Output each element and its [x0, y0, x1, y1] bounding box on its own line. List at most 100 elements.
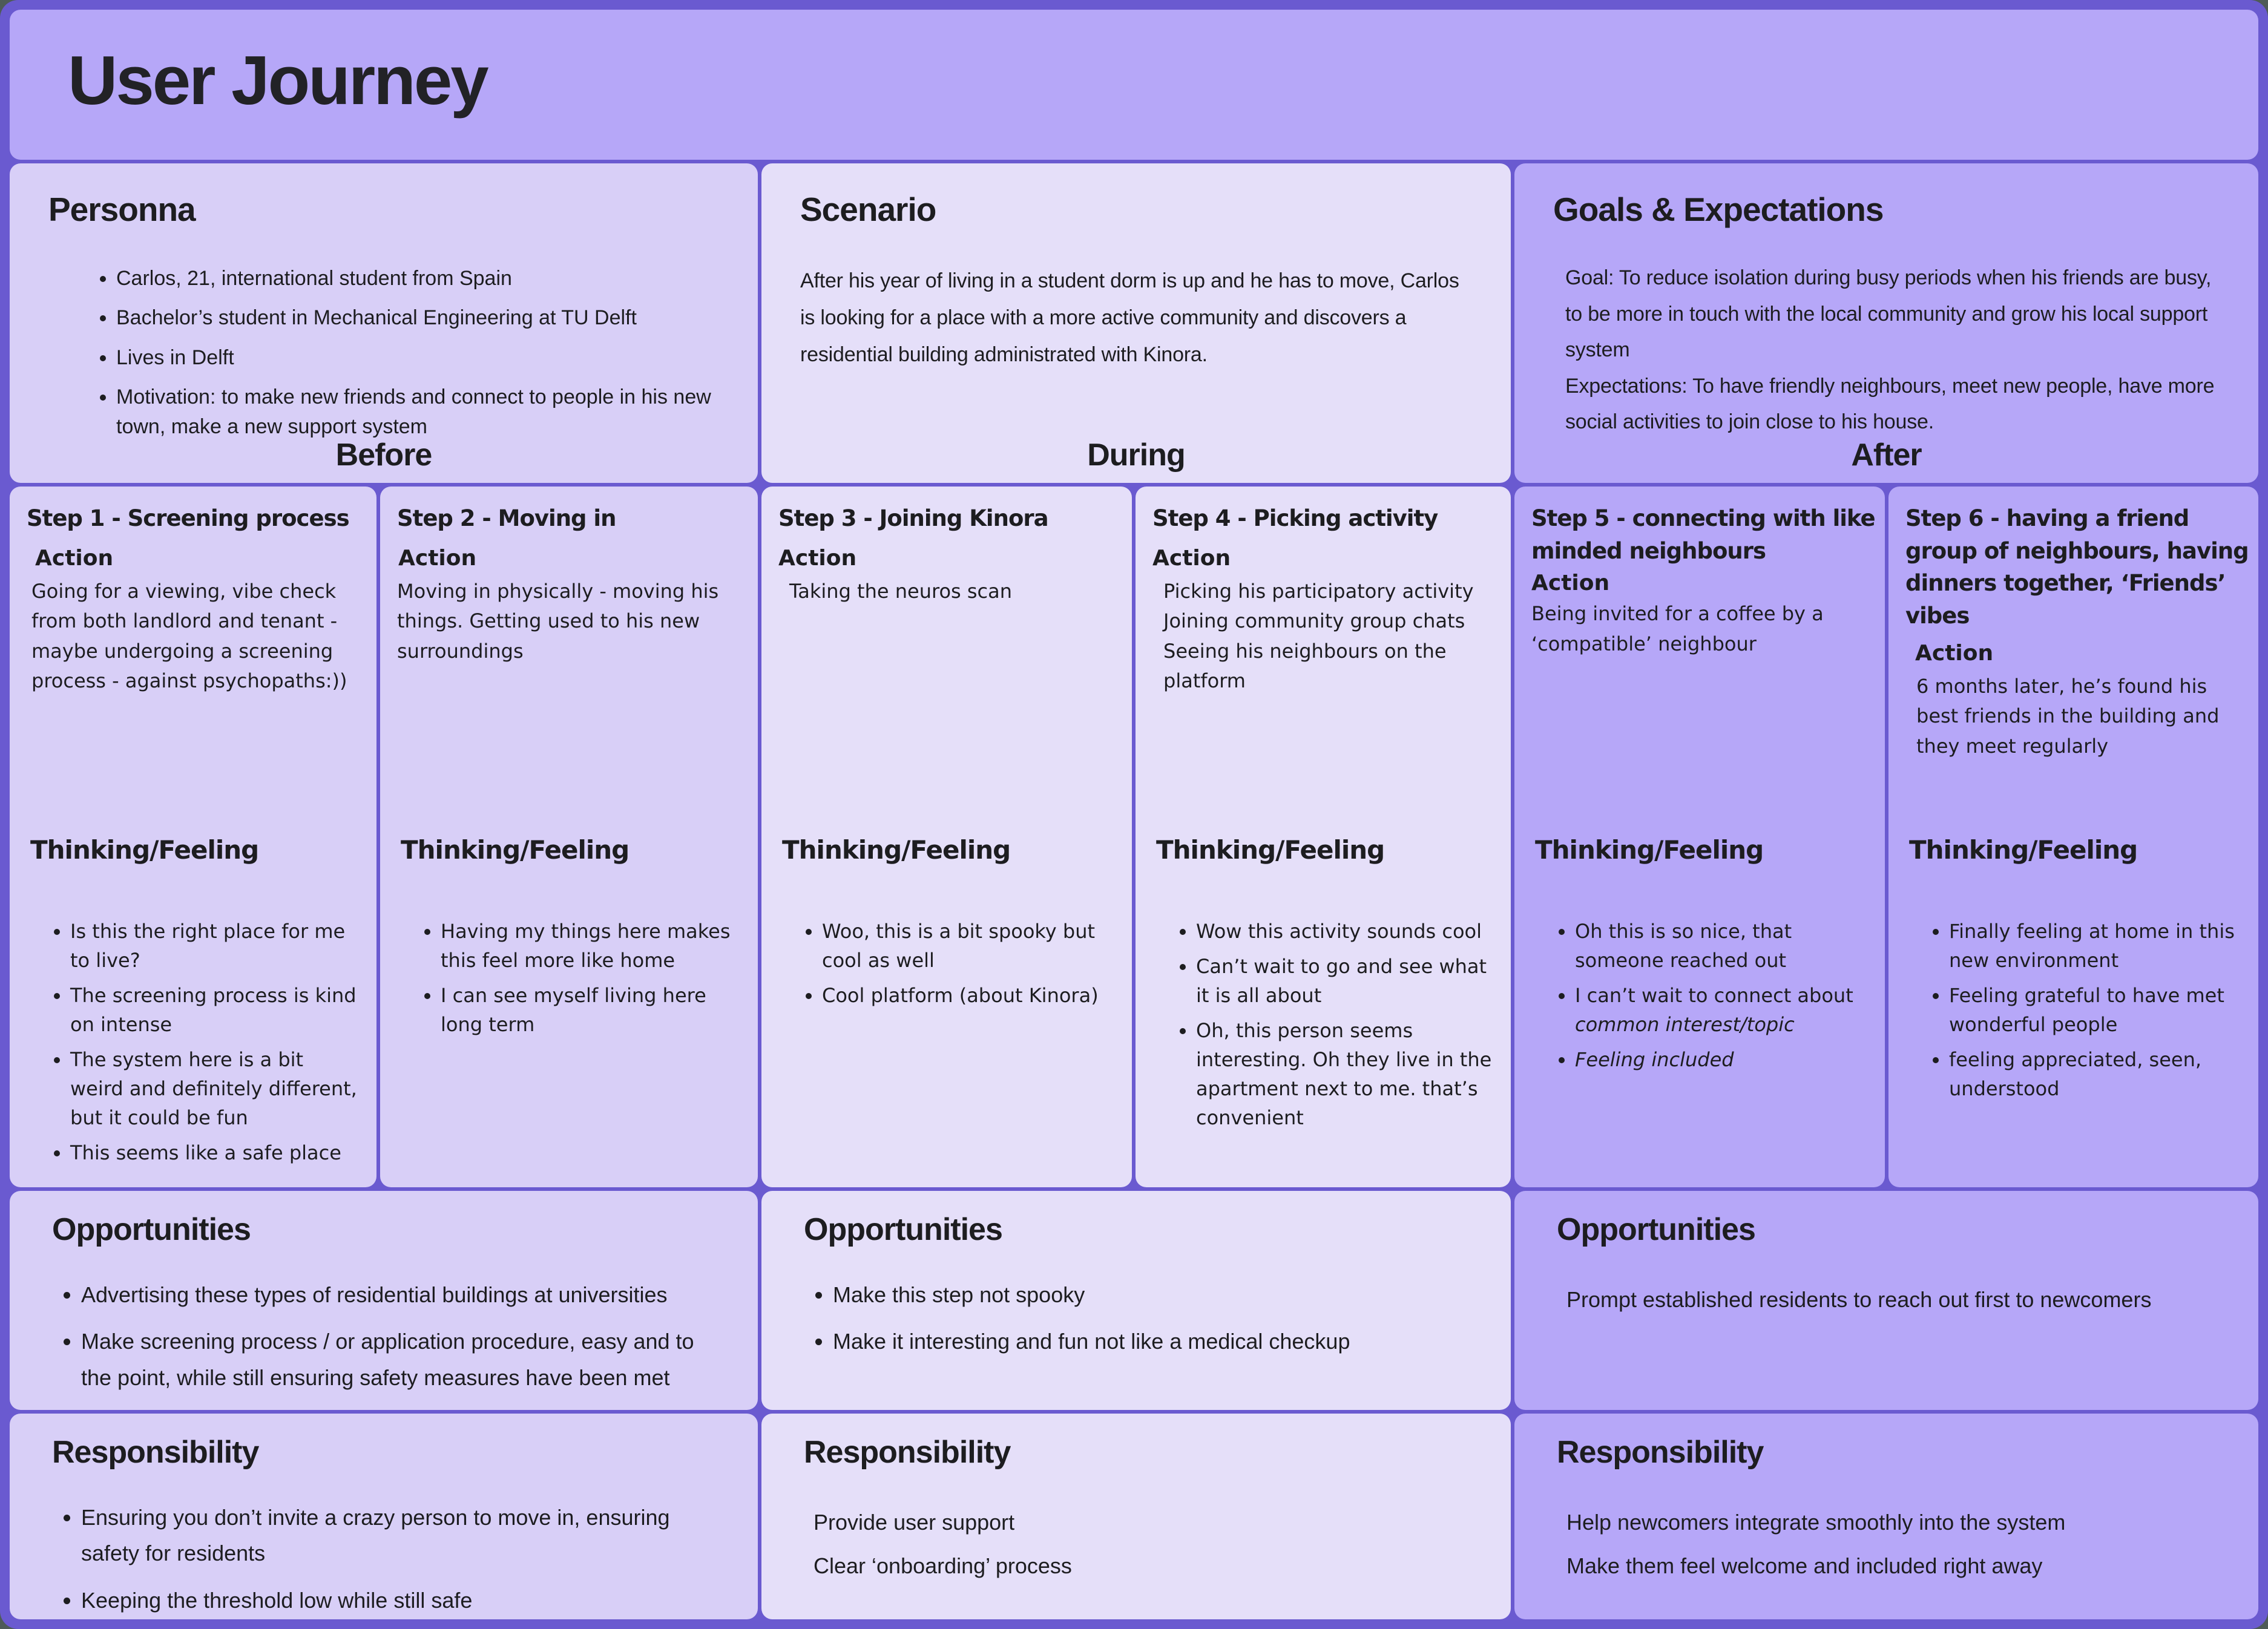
step-4-panel: Step 4 - Picking activity Action Picking…: [1136, 487, 1511, 1187]
action-line: Moving in physically - moving his things…: [397, 579, 719, 663]
thought-item: Can’t wait to go and see what it is all …: [1196, 952, 1493, 1010]
thought-item: I can see myself living here long term: [441, 981, 740, 1039]
opportunity-item: Advertising these types of residential b…: [81, 1277, 709, 1313]
action-label: Action: [398, 545, 477, 571]
phase-label-before: Before: [335, 438, 433, 473]
opportunity-item: Make this step not spooky: [833, 1277, 1462, 1313]
responsibility-line: Provide user support: [814, 1510, 1015, 1535]
opportunity-line: Prompt established residents to reach ou…: [1566, 1287, 2152, 1312]
step-3-title: Step 3 - Joining Kinora: [778, 505, 1049, 531]
opportunities-before-list: Advertising these types of residential b…: [52, 1277, 734, 1395]
thinking-feeling-block: Thinking/Feeling Is this the right place…: [30, 835, 367, 1173]
thought-item: Finally feeling at home in this new envi…: [1949, 917, 2240, 975]
thought-item: Oh this is so nice, that someone reached…: [1575, 917, 1867, 975]
thought-item: Feeling included: [1575, 1045, 1867, 1074]
step-6-panel: Step 6 - having a friend group of neighb…: [1888, 487, 2258, 1187]
persona-item: Motivation: to make new friends and conn…: [116, 382, 715, 442]
action-line: Being invited for a coffee by a ‘compati…: [1531, 602, 1824, 655]
goals-text: Goal: To reduce isolation during busy pe…: [1553, 260, 2234, 441]
responsibility-heading: Responsibility: [52, 1435, 259, 1470]
step-5-action: Being invited for a coffee by a ‘compati…: [1531, 599, 1879, 659]
responsibility-before-panel: Responsibility Ensuring you don’t invite…: [10, 1414, 758, 1619]
step-3-action: Taking the neuros scan: [789, 577, 1126, 607]
thought-item: Cool platform (about Kinora): [822, 981, 1114, 1010]
persona-heading: Personna: [48, 191, 196, 228]
step-6-thoughts: Finally feeling at home in this new envi…: [1909, 917, 2249, 1103]
responsibility-item: Keeping the threshold low while still sa…: [81, 1582, 709, 1618]
step-6-title: Step 6 - having a friend group of neighb…: [1905, 505, 2249, 629]
responsibility-heading: Responsibility: [804, 1435, 1011, 1470]
opportunities-heading: Opportunities: [1557, 1212, 1756, 1247]
responsibility-item: Ensuring you don’t invite a crazy person…: [81, 1500, 709, 1572]
scenario-heading: Scenario: [800, 191, 936, 228]
step-2-action: Moving in physically - moving his things…: [397, 577, 752, 667]
thought-item: Having my things here makes this feel mo…: [441, 917, 740, 975]
thinking-feeling-block: Thinking/Feeling Having my things here m…: [401, 835, 748, 1045]
thinking-feeling-block: Thinking/Feeling Oh this is so nice, tha…: [1535, 835, 1875, 1080]
step-3-thoughts: Woo, this is a bit spooky but cool as we…: [782, 917, 1122, 1010]
opportunities-after-lines: Prompt established residents to reach ou…: [1557, 1278, 2234, 1322]
thinking-feeling-label: Thinking/Feeling: [1535, 835, 1764, 865]
title-panel: User Journey: [10, 10, 2258, 160]
step-4-thoughts: Wow this activity sounds coolCan’t wait …: [1156, 917, 1501, 1132]
responsibility-before-list: Ensuring you don’t invite a crazy person…: [52, 1500, 734, 1618]
thinking-feeling-label: Thinking/Feeling: [1909, 835, 2138, 865]
action-label: Action: [1915, 640, 1994, 666]
goals-panel: Goals & Expectations Goal: To reduce iso…: [1514, 163, 2258, 483]
step-2-panel: Step 2 - Moving in Action Moving in phys…: [380, 487, 758, 1187]
action-line: Picking his participatory activity: [1163, 579, 1474, 603]
step-5-thoughts: Oh this is so nice, that someone reached…: [1535, 917, 1875, 1074]
opportunities-heading: Opportunities: [52, 1212, 251, 1247]
responsibility-line: Clear ‘onboarding’ process: [814, 1553, 1072, 1578]
thought-item: Is this the right place for me to live?: [70, 917, 358, 975]
action-label: Action: [35, 545, 114, 571]
opportunities-during-panel: Opportunities Make this step not spookyM…: [761, 1191, 1511, 1410]
step-3-panel: Step 3 - Joining Kinora Action Taking th…: [761, 487, 1132, 1187]
opportunities-before-panel: Opportunities Advertising these types of…: [10, 1191, 758, 1410]
thinking-feeling-label: Thinking/Feeling: [30, 835, 259, 865]
responsibility-heading: Responsibility: [1557, 1435, 1764, 1470]
action-line: Seeing his neighbours on the platform: [1163, 639, 1447, 693]
responsibility-line: Make them feel welcome and included righ…: [1566, 1553, 2043, 1578]
step-1-panel: Step 1 - Screening process Action Going …: [10, 487, 376, 1187]
thought-item: The system here is a bit weird and defin…: [70, 1045, 358, 1132]
goals-heading: Goals & Expectations: [1553, 191, 1884, 228]
phase-label-after: After: [1851, 438, 1922, 473]
thinking-feeling-label: Thinking/Feeling: [1156, 835, 1385, 865]
thought-item: I can’t wait to connect about common int…: [1575, 981, 1867, 1039]
thought-item: Wow this activity sounds cool: [1196, 917, 1493, 946]
responsibility-after-panel: Responsibility Help newcomers integrate …: [1514, 1414, 2258, 1619]
action-label: Action: [1531, 571, 1610, 596]
scenario-text: After his year of living in a student do…: [800, 269, 1459, 367]
step-4-title: Step 4 - Picking activity: [1152, 505, 1438, 531]
thinking-feeling-block: Thinking/Feeling Wow this activity sound…: [1156, 835, 1501, 1138]
step-5-title: Step 5 - connecting with like minded nei…: [1531, 505, 1876, 564]
thought-item: Woo, this is a bit spooky but cool as we…: [822, 917, 1114, 975]
goals-line: Expectations: To have friendly neighbour…: [1565, 374, 2215, 434]
action-label: Action: [778, 545, 857, 571]
thought-item: feeling appreciated, seen, understood: [1949, 1045, 2240, 1103]
persona-item: Carlos, 21, international student from S…: [116, 264, 715, 293]
step-2-title: Step 2 - Moving in: [397, 505, 616, 531]
thought-item: This seems like a safe place: [70, 1138, 358, 1167]
persona-item: Bachelor’s student in Mechanical Enginee…: [116, 303, 715, 333]
responsibility-line: Help newcomers integrate smoothly into t…: [1566, 1510, 2066, 1535]
thought-item: Oh, this person seems interesting. Oh th…: [1196, 1016, 1493, 1132]
action-label: Action: [1152, 545, 1231, 571]
opportunity-item: Make screening process / or application …: [81, 1323, 709, 1395]
phase-label-during: During: [1087, 438, 1186, 473]
step-1-action: Going for a viewing, vibe check from bot…: [31, 577, 370, 697]
action-line: Joining community group chats: [1163, 609, 1465, 633]
step-5-panel: Step 5 - connecting with like minded nei…: [1514, 487, 1885, 1187]
thought-item: The screening process is kind on intense: [70, 981, 358, 1039]
thinking-feeling-block: Thinking/Feeling Finally feeling at home…: [1909, 835, 2249, 1109]
page-title: User Journey: [68, 42, 489, 119]
step-1-title: Step 1 - Screening process: [27, 505, 350, 531]
thinking-feeling-label: Thinking/Feeling: [782, 835, 1011, 865]
step-1-thoughts: Is this the right place for me to live? T…: [30, 917, 367, 1167]
opportunities-after-panel: Opportunities Prompt established residen…: [1514, 1191, 2258, 1410]
